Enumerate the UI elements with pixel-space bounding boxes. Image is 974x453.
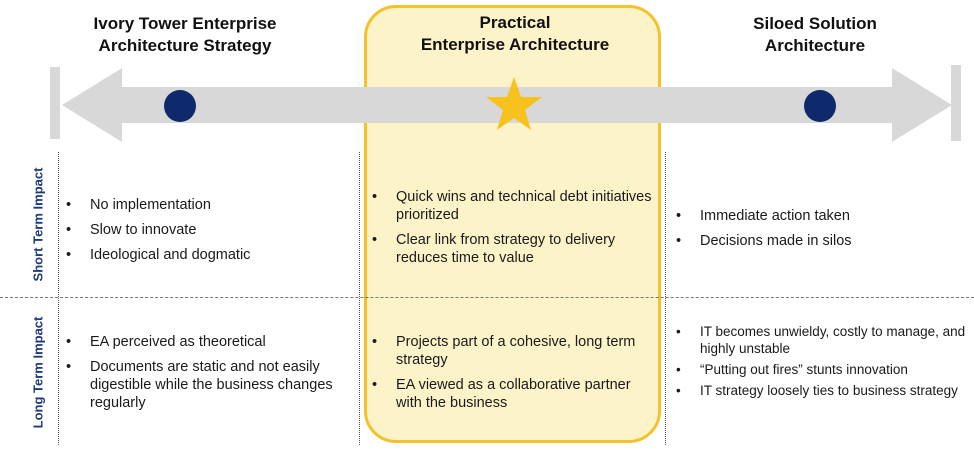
list-item: EA perceived as theoretical (64, 333, 354, 351)
practical-ea-highlight (364, 5, 661, 443)
long-term-practical-list: Projects part of a cohesive, long term s… (370, 333, 655, 419)
list-item: Quick wins and technical debt initiative… (370, 188, 655, 224)
left-dot-icon (164, 90, 196, 122)
header-siloed-line2: Architecture (764, 36, 866, 55)
star-icon (486, 77, 542, 130)
long-term-ivory-list: EA perceived as theoretical Documents ar… (64, 333, 354, 419)
list-item: Ideological and dogmatic (64, 246, 354, 264)
header-ivory-tower: Ivory Tower Enterprise Architecture Stra… (60, 13, 310, 57)
header-practical-ea: Practical Enterprise Architecture (390, 12, 640, 56)
header-siloed-line1: Siloed Solution (753, 14, 877, 33)
header-ivory-line1: Ivory Tower Enterprise (93, 14, 277, 33)
short-term-practical-list: Quick wins and technical debt initiative… (370, 188, 655, 274)
list-item: IT strategy loosely ties to business str… (674, 382, 972, 399)
divider-left-center (359, 152, 360, 445)
long-term-siloed-list: IT becomes unwieldy, costly to manage, a… (674, 323, 972, 403)
short-term-ivory-list: No implementation Slow to innovate Ideol… (64, 196, 354, 271)
header-practical-line1: Practical (479, 13, 551, 32)
list-item: Clear link from strategy to delivery red… (370, 231, 655, 267)
list-item: Documents are static and not easily dige… (64, 358, 354, 412)
list-item: No implementation (64, 196, 354, 214)
list-item: Decisions made in silos (674, 232, 969, 250)
list-item: Slow to innovate (64, 221, 354, 239)
list-item: EA viewed as a collaborative partner wit… (370, 376, 655, 412)
header-ivory-line2: Architecture Strategy (98, 36, 272, 55)
header-siloed: Siloed Solution Architecture (690, 13, 940, 57)
row-label-long-term: Long Term Impact (30, 316, 46, 429)
list-item: IT becomes unwieldy, costly to manage, a… (674, 323, 972, 357)
header-practical-line2: Enterprise Architecture (420, 35, 610, 54)
row-divider (0, 297, 974, 298)
divider-center-right (665, 152, 666, 445)
right-dot-icon (804, 90, 836, 122)
list-item: Projects part of a cohesive, long term s… (370, 333, 655, 369)
arrow-left-bar (50, 67, 60, 139)
spectrum-arrow (50, 65, 961, 142)
short-term-siloed-list: Immediate action taken Decisions made in… (674, 207, 969, 257)
row-label-short-term: Short Term Impact (30, 167, 46, 282)
left-gutter-divider (58, 152, 59, 445)
list-item: “Putting out fires” stunts innovation (674, 361, 972, 378)
list-item: Immediate action taken (674, 207, 969, 225)
arrow-right-bar (951, 65, 961, 141)
